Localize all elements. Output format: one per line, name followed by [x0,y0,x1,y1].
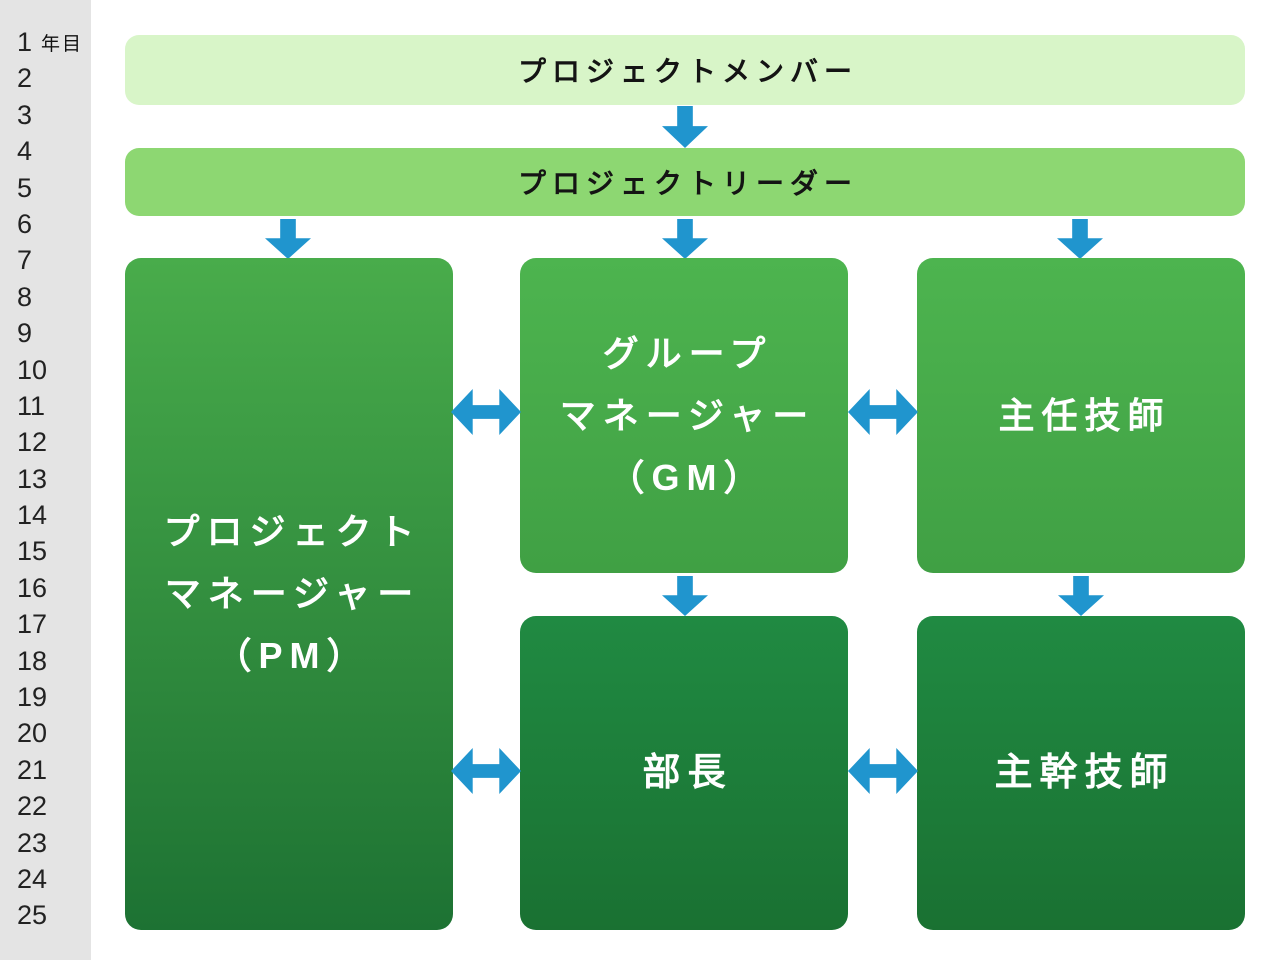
box-chief-engineer-label: 主任技師 [998,394,1171,436]
arrow-down-leader-to-pm-icon [265,219,311,259]
box-project-members-label: プロジェクトメンバー [517,56,858,87]
box-group-manager: グループ マネージャー （GM） [520,258,848,573]
row-number: 10 [17,354,48,385]
box-department-head-label: 部長 [642,752,733,794]
row-number: 9 [17,318,33,349]
arrow-double-pm-gm-icon [451,389,521,435]
row-number: 15 [17,536,48,567]
box-group-manager-label-line3: （GM） [608,456,767,498]
row-number: 22 [17,791,48,822]
row-number: 2 [17,63,33,94]
box-project-leader: プロジェクトリーダー [125,148,1245,216]
box-project-leader-label: プロジェクトリーダー [517,168,858,199]
box-project-manager-label-line1: プロジェクト [163,511,422,552]
row-number: 16 [17,572,48,603]
box-senior-engineer-label: 主幹技師 [994,752,1175,794]
row-number: 11 [17,390,46,421]
row-number: 3 [17,99,33,130]
box-chief-engineer: 主任技師 [917,258,1245,573]
row-number: 19 [17,682,48,713]
row-number: 21 [17,754,48,785]
box-project-manager-label-line3: （PM） [215,635,370,676]
row-number: 12 [17,427,48,458]
box-group-manager-label-line2: マネージャー [559,394,816,436]
arrow-down-leader-to-chief-engineer-icon [1057,219,1103,259]
row-number: 17 [17,609,48,640]
row-number: 6 [17,208,33,239]
box-project-manager-label-line2: マネージャー [164,573,421,614]
box-group-manager-label-line1: グループ [602,332,773,374]
arrow-down-leader-to-gm-icon [662,219,708,259]
arrow-double-gm-chief-engineer-icon [848,389,918,435]
row-number: 13 [17,463,48,494]
box-department-head: 部長 [520,616,848,930]
arrow-down-members-to-leader-icon [662,106,708,148]
arrow-down-chief-to-senior-engineer-icon [1058,576,1104,616]
row-number: 20 [17,718,48,749]
box-project-manager: プロジェクト マネージャー （PM） [125,258,453,930]
row-number: 18 [17,645,48,676]
row-number: 8 [17,281,33,312]
arrow-down-gm-to-department-head-icon [662,576,708,616]
row-number: 14 [17,500,48,531]
row-number: 23 [17,827,48,858]
row-number: 1 [17,27,33,57]
arrow-double-pm-department-head-icon [451,748,521,794]
row-number: 7 [17,245,33,276]
row-number: 24 [17,863,48,894]
row-number: 4 [17,136,33,167]
arrow-double-department-head-senior-engineer-icon [848,748,918,794]
box-project-members: プロジェクトメンバー [125,35,1245,105]
box-senior-engineer: 主幹技師 [917,616,1245,930]
row-number: 25 [17,900,48,931]
row-number: 5 [17,172,33,203]
year-unit-label: 年目 [41,34,84,55]
